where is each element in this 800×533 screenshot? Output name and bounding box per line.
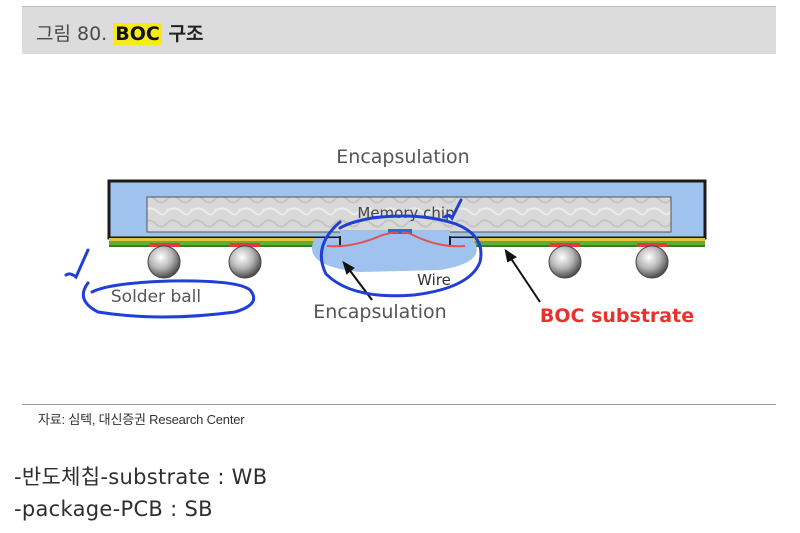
checkmark-top-icon: [443, 198, 463, 222]
solder-pad: [637, 243, 667, 247]
bond-pad: [388, 229, 412, 234]
source-note: 자료: 심텍, 대신증권 Research Center: [38, 412, 245, 427]
bond-wire-right: [401, 231, 466, 248]
source-divider: [22, 404, 776, 405]
figure-header: 그림 80. BOC 구조: [22, 6, 776, 54]
encapsulation-window: [312, 235, 477, 272]
figure-title: 그림 80. BOC 구조: [36, 19, 203, 46]
wire-circle: [319, 214, 483, 298]
solder-pad: [230, 243, 260, 247]
figure-title-suffix: 구조: [161, 23, 204, 45]
bond-wire-left: [326, 231, 399, 248]
solder-ball-label: Solder ball: [111, 287, 201, 307]
note-solder-ball: -package-PCB : SB: [14, 497, 213, 521]
encapsulation-top-label: Encapsulation: [336, 146, 469, 168]
figure-title-prefix: 그림 80.: [36, 23, 114, 45]
solder-ball: [548, 245, 582, 279]
checkmark-left-icon: [64, 248, 90, 280]
figure-title-highlight: BOC: [113, 23, 162, 45]
solder-pad: [550, 243, 580, 247]
solder-ball-circle: [81, 279, 256, 319]
boc-structure-diagram: Encapsulation Memory chip Wire Solder ba…: [64, 146, 707, 327]
wire-label: Wire: [417, 271, 451, 289]
note-wire-bonding: -반도체칩-substrate : WB: [14, 465, 268, 489]
solder-ball: [228, 245, 262, 279]
solder-pad: [150, 243, 180, 247]
solder-ball: [147, 245, 181, 279]
boc-substrate-label: BOC substrate: [540, 305, 694, 327]
handwritten-annotations: [64, 198, 483, 319]
encapsulation-bottom-label: Encapsulation: [313, 301, 446, 323]
solder-ball: [635, 245, 669, 279]
memory-chip: [146, 196, 672, 233]
